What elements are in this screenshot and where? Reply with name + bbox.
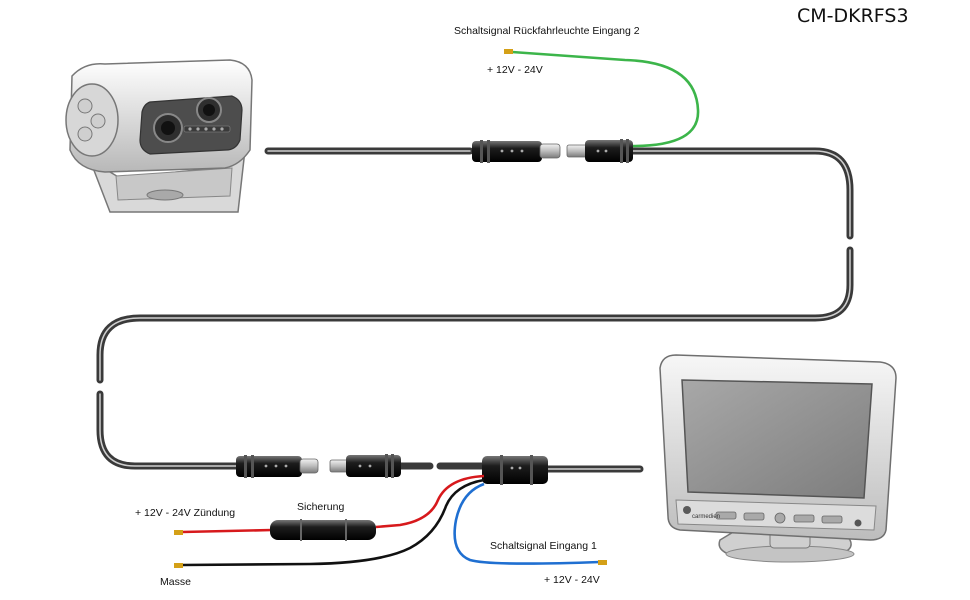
inline-fuse [270, 519, 376, 541]
label-switch-signal-1: Schaltsignal Eingang 1 [490, 540, 597, 552]
extension-cable [96, 147, 854, 473]
monitor: carmedien [659, 354, 897, 563]
label-reverse-signal-2: Schaltsignal Rückfahrleuchte Eingang 2 [454, 25, 640, 37]
red-wire [375, 474, 485, 529]
power-harness [482, 455, 548, 485]
red-wire-ignition [181, 528, 273, 534]
label-voltage-blue: + 12V - 24V [544, 574, 600, 586]
black-wire-tip [174, 563, 183, 568]
blue-wire [453, 482, 601, 565]
connector-male-bottom [236, 455, 319, 478]
monitor-brand: carmedien [692, 514, 720, 520]
connector-female-bottom [329, 454, 401, 478]
red-wire-tip [174, 530, 183, 535]
label-fuse: Sicherung [297, 501, 344, 513]
reversing-camera [65, 59, 253, 213]
blue-wire-tip [598, 560, 607, 565]
black-wire [181, 478, 485, 567]
green-wire-tip [504, 49, 513, 54]
connector-female-top [566, 139, 633, 163]
label-voltage-green: + 12V - 24V [487, 64, 543, 76]
label-voltage-ignition: + 12V - 24V Zündung [135, 507, 235, 519]
connector-male-top [472, 140, 561, 163]
green-wire [511, 50, 700, 148]
label-ground: Masse [160, 576, 191, 588]
diagram-title: CM-DKRFS3 [797, 5, 909, 27]
